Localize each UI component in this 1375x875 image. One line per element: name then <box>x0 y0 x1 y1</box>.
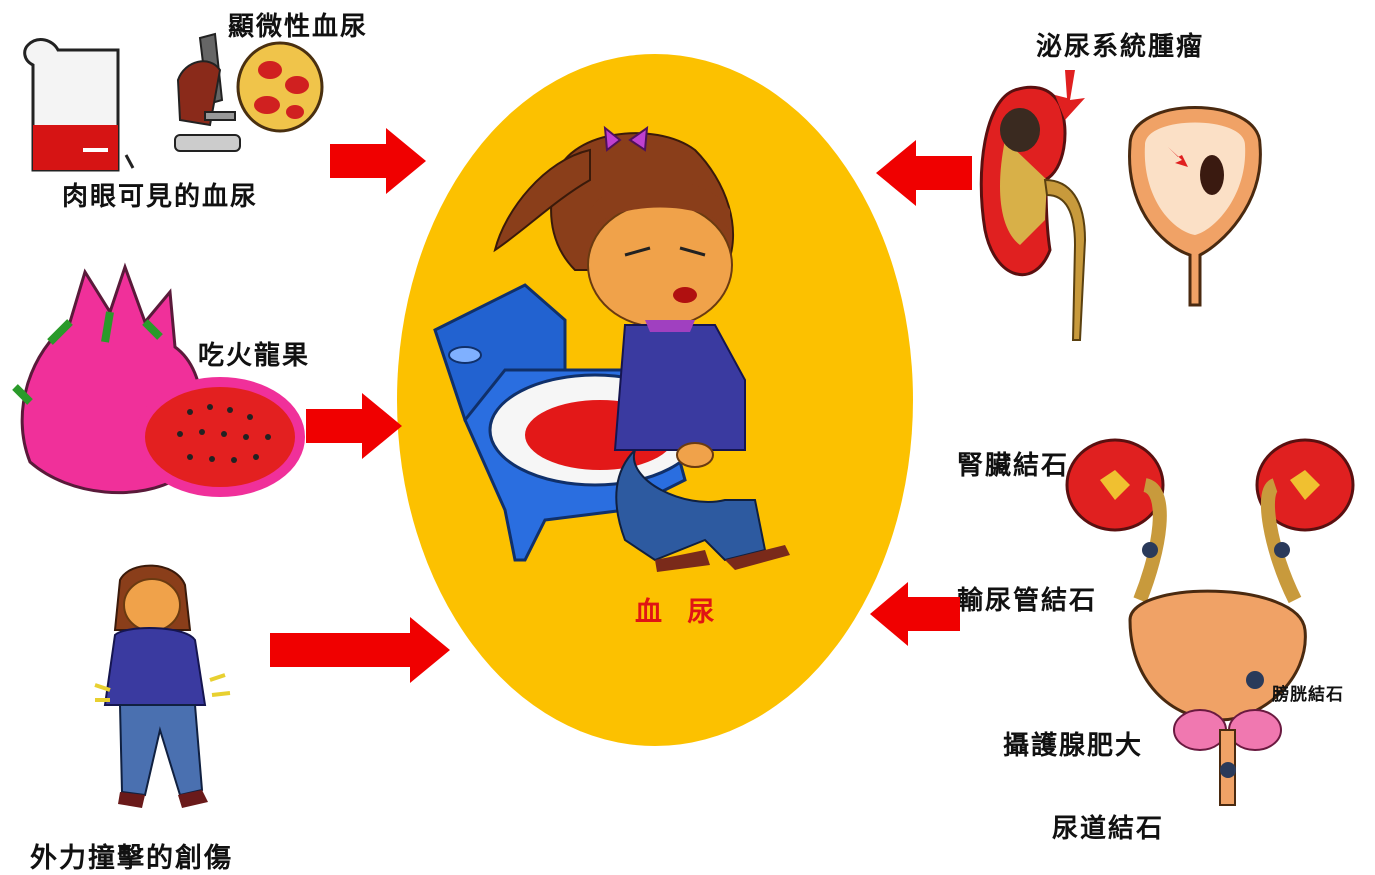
arrow-urinary-tumor <box>876 140 972 206</box>
label-bladder-stone: 膀胱結石 <box>1272 685 1344 705</box>
arrow-stones <box>870 582 960 646</box>
arrow-gross-hematuria <box>330 128 426 194</box>
arrow-trauma <box>270 617 450 683</box>
label-gross-hematuria: 肉眼可見的血尿 <box>62 182 259 212</box>
bladder-tumor-icon <box>1128 106 1262 307</box>
label-trauma: 外力撞擊的創傷 <box>30 843 233 874</box>
label-microscopic-hematuria: 顯微性血尿 <box>228 12 369 42</box>
center-label: 血 尿 <box>635 597 723 628</box>
girl-on-toilet-icon <box>433 125 790 572</box>
kidney-tumor-icon <box>979 70 1087 341</box>
label-dragon-fruit: 吃火龍果 <box>198 341 311 371</box>
urinary-tract-icon <box>1065 438 1355 806</box>
dragon-fruit-icon <box>12 262 305 497</box>
microscope-icon <box>174 32 241 152</box>
arrow-dragon-fruit <box>306 393 402 459</box>
label-prostate-enlargement: 攝護腺肥大 <box>1003 731 1144 761</box>
label-ureter-stone: 輸尿管結石 <box>957 586 1098 616</box>
label-kidney-stone: 腎臟結石 <box>957 451 1070 481</box>
label-urethral-stone: 尿道結石 <box>1052 814 1165 844</box>
injured-person-icon <box>94 564 231 808</box>
beaker-icon <box>23 38 135 172</box>
label-urinary-tumor: 泌尿系統腫瘤 <box>1036 32 1205 62</box>
blood-cells-icon <box>236 41 324 133</box>
